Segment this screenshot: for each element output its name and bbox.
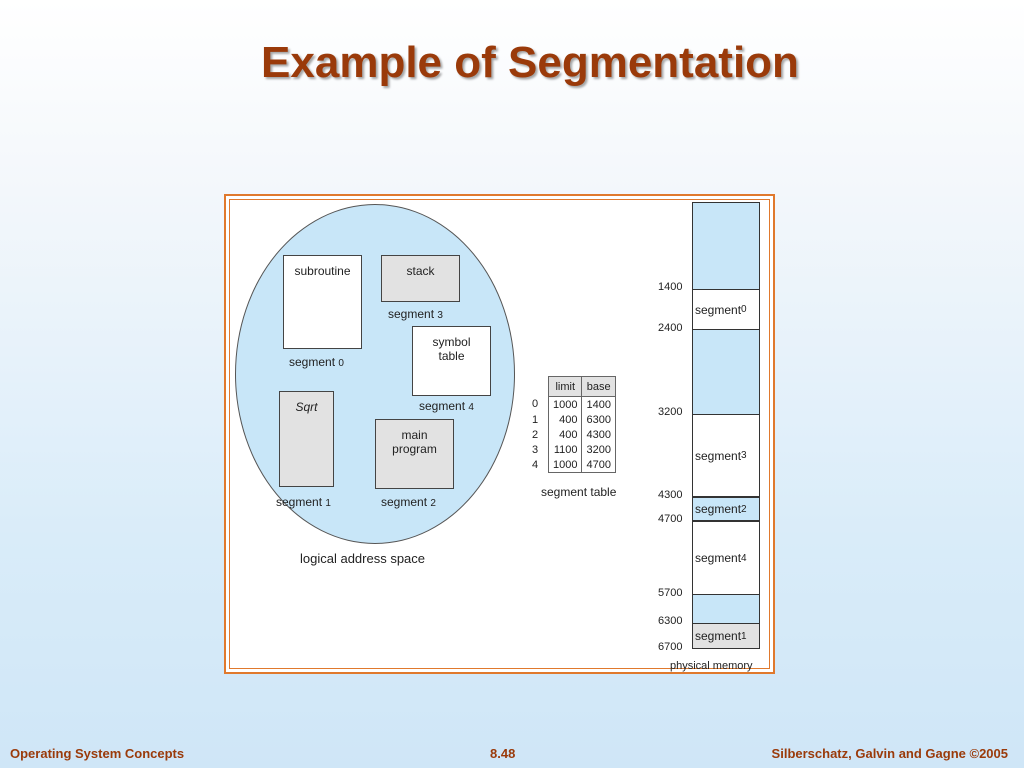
segment-3-word: segment <box>388 307 435 321</box>
limit-header: limit <box>547 376 583 397</box>
memory-block-index: 4 <box>741 552 747 564</box>
memory-block-index: 1 <box>741 630 747 642</box>
row-base: 1400 <box>581 396 616 412</box>
address-label: 5700 <box>658 587 683 599</box>
memory-block-segment-0: segment 0 <box>693 289 759 330</box>
memory-block-label: segment <box>695 302 742 317</box>
segment-3-index: 3 <box>437 310 443 321</box>
memory-block-segment-1: segment 1 <box>693 623 759 649</box>
address-label: 1400 <box>658 281 683 293</box>
segment-table-index-header <box>532 377 549 397</box>
row-base: 3200 <box>581 442 616 457</box>
segment-4-label: segment 4 <box>419 399 474 413</box>
segment-table-header: limit base <box>532 376 616 397</box>
segment-2-index: 2 <box>430 498 436 509</box>
table-row: 1 400 6300 <box>532 412 616 427</box>
memory-block-label: segment <box>695 551 742 565</box>
memory-block-segment-2: segment 2 <box>693 497 759 521</box>
table-row: 4 1000 4700 <box>532 457 616 473</box>
row-limit: 400 <box>547 412 583 427</box>
row-limit: 1000 <box>547 457 583 473</box>
slide-title: Example of Segmentation <box>261 38 799 87</box>
row-limit: 400 <box>547 427 583 442</box>
address-label: 6300 <box>658 615 683 627</box>
physical-memory-caption: physical memory <box>670 660 753 672</box>
segment-0-word: segment <box>289 355 336 369</box>
address-label: 4300 <box>658 489 683 501</box>
segment-table-caption: segment table <box>541 485 617 499</box>
segment-2-label: segment 2 <box>381 495 436 509</box>
footer-page-number: 8.48 <box>490 746 516 761</box>
diagram-frame: subroutine segment 0 stack segment 3 sym… <box>224 194 775 674</box>
row-base: 4700 <box>581 457 616 473</box>
address-label: 6700 <box>658 641 683 653</box>
memory-block-label: segment <box>695 448 742 463</box>
diagram-canvas: subroutine segment 0 stack segment 3 sym… <box>229 199 770 672</box>
base-header: base <box>581 376 616 397</box>
memory-block-segment-4: segment 4 <box>693 521 759 595</box>
address-label: 3200 <box>658 406 683 418</box>
memory-block-index: 0 <box>741 304 747 315</box>
row-limit: 1000 <box>547 396 583 412</box>
row-base: 6300 <box>581 412 616 427</box>
segment-1-index: 1 <box>325 498 331 509</box>
footer-course: Operating System Concepts <box>10 746 185 761</box>
row-index: 1 <box>532 413 539 426</box>
segment-2-word: segment <box>381 495 428 509</box>
symbol-table-box: symbol table <box>412 326 491 396</box>
segment-4-index: 4 <box>468 402 474 413</box>
symbol-table-label: symbol table <box>432 335 471 363</box>
memory-block-index: 2 <box>741 503 747 515</box>
segment-0-label: segment 0 <box>289 355 344 369</box>
row-index: 2 <box>532 428 539 441</box>
row-index: 3 <box>532 443 539 456</box>
memory-block-segment-3: segment 3 <box>693 414 759 497</box>
subroutine-label: subroutine <box>294 264 351 278</box>
address-label: 2400 <box>658 322 683 334</box>
row-index: 0 <box>532 398 539 411</box>
memory-block-label: segment <box>695 502 742 516</box>
segment-table: limit base 0 1000 1400 1 400 6300 2 400 <box>532 376 616 473</box>
logical-address-space-caption: logical address space <box>300 551 426 566</box>
segment-1-word: segment <box>276 495 323 509</box>
sqrt-box: Sqrt <box>279 391 334 487</box>
stack-label: stack <box>406 264 435 278</box>
table-row: 3 1100 3200 <box>532 442 616 457</box>
table-row: 2 400 4300 <box>532 427 616 442</box>
segment-0-index: 0 <box>338 358 344 369</box>
footer-copyright: Silberschatz, Galvin and Gagne ©2005 <box>771 746 1008 761</box>
segment-4-word: segment <box>419 399 466 413</box>
main-program-label: main program <box>392 428 437 456</box>
memory-block-label: segment <box>695 629 742 643</box>
segment-1-label: segment 1 <box>276 495 331 509</box>
subroutine-box: subroutine <box>283 255 362 349</box>
stack-box: stack <box>381 255 460 302</box>
table-row: 0 1000 1400 <box>532 396 616 412</box>
row-base: 4300 <box>581 427 616 442</box>
row-index: 4 <box>532 458 539 471</box>
sqrt-label: Sqrt <box>295 400 318 414</box>
row-limit: 1100 <box>547 442 583 457</box>
memory-block-index: 3 <box>741 450 747 461</box>
address-label: 4700 <box>658 513 683 525</box>
main-program-box: main program <box>375 419 454 489</box>
segment-3-label: segment 3 <box>388 307 443 321</box>
